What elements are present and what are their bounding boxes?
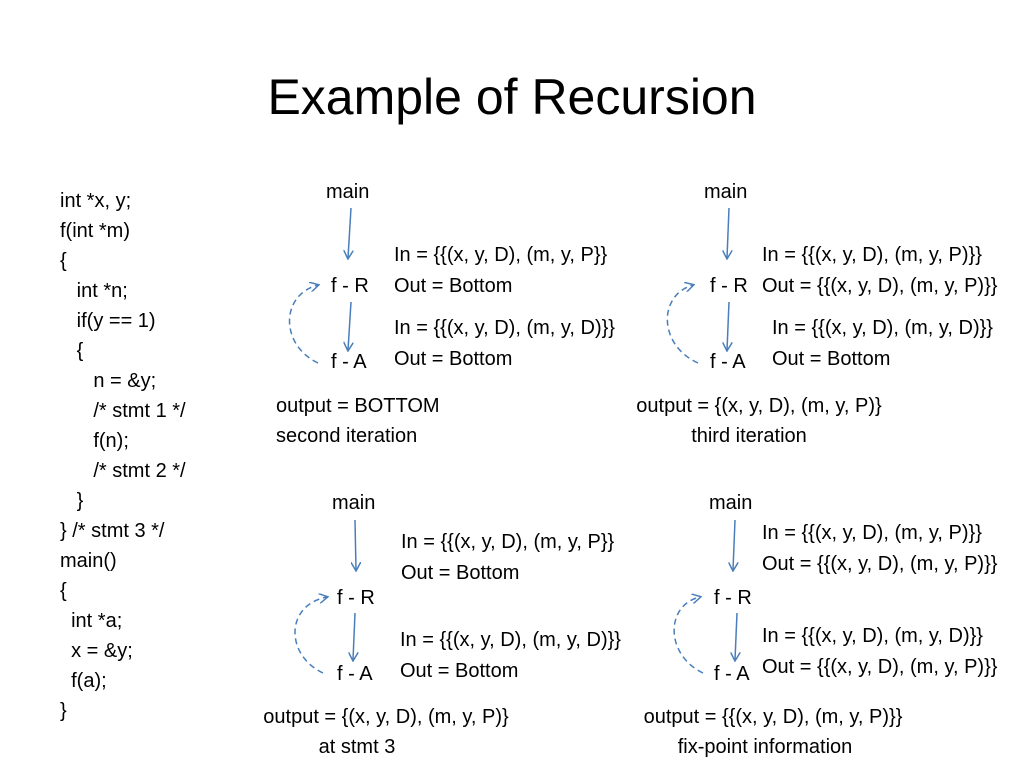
fa-out-set: Out = Bottom: [400, 660, 519, 682]
fr-out-set: Out = {{(x, y, D), (m, y, P)}}: [762, 553, 998, 575]
code-line: if(y == 1): [60, 310, 156, 332]
code-line: f(n);: [60, 430, 129, 452]
output-value: output = {(x, y, D), (m, y, P)}: [263, 706, 509, 728]
code-line: {: [60, 250, 67, 272]
return-edge-fa-to-fr: [288, 285, 319, 364]
call-edge-main-to-fr: [348, 207, 351, 258]
code-line: }: [60, 700, 67, 722]
fr-in-set: In = {{(x, y, D), (m, y, P)}}: [762, 522, 982, 544]
return-edge-fa-to-fr: [673, 597, 704, 674]
fa-in-set: In = {{(x, y, D), (m, y, D)}}: [772, 317, 993, 339]
node-f-a: f - A: [714, 663, 750, 685]
code-line: x = &y;: [60, 640, 133, 662]
fa-in-set: In = {{(x, y, D), (m, y, D)}}: [762, 625, 983, 647]
return-edge-fa-to-fr: [294, 597, 327, 674]
node-f-a: f - A: [710, 351, 746, 373]
edge-fr-to-fa: [727, 301, 729, 350]
code-line: }: [60, 490, 84, 512]
panel-caption: third iteration: [691, 425, 807, 447]
output-value: output = {{(x, y, D), (m, y, P)}}: [643, 706, 903, 728]
node-f-r: f - R: [337, 587, 375, 609]
node-f-a: f - A: [331, 351, 367, 373]
node-main: main: [332, 492, 376, 514]
code-line: /* stmt 1 */: [60, 400, 186, 422]
code-line: int *a;: [60, 610, 123, 632]
node-f-r: f - R: [331, 275, 369, 297]
output-value: output = {(x, y, D), (m, y, P)}: [636, 395, 882, 417]
fr-out-set: Out = Bottom: [401, 562, 520, 584]
code-line: f(int *m): [60, 220, 130, 242]
call-edge-main-to-fr: [733, 519, 735, 570]
edge-fr-to-fa: [353, 612, 355, 660]
fr-in-set: In = {{(x, y, D), (m, y, P)}}: [762, 244, 982, 266]
node-main: main: [704, 181, 748, 203]
panel-caption: at stmt 3: [318, 736, 396, 758]
edge-fr-to-fa: [735, 612, 737, 660]
node-main: main: [709, 492, 753, 514]
code-listing: int *x, y; f(int *m) { int *n; if(y == 1…: [60, 186, 186, 726]
fr-in-set: In = {{(x, y, D), (m, y, P}}: [401, 531, 615, 553]
panel-caption: second iteration: [276, 425, 418, 447]
fa-in-set: In = {{(x, y, D), (m, y, D)}}: [400, 629, 621, 651]
fr-out-set: Out = Bottom: [394, 275, 513, 297]
fa-in-set: In = {{(x, y, D), (m, y, D)}}: [394, 317, 615, 339]
node-main: main: [326, 181, 370, 203]
fr-out-set: Out = {{(x, y, D), (m, y, P)}}: [762, 275, 998, 297]
call-edge-main-to-fr: [355, 519, 356, 570]
fr-in-set: In = {{(x, y, D), (m, y, P}}: [394, 244, 608, 266]
call-edge-main-to-fr: [727, 207, 729, 258]
output-value: output = BOTTOM: [276, 395, 440, 417]
node-f-r: f - R: [714, 587, 752, 609]
slide-title: Example of Recursion: [267, 69, 757, 125]
fa-out-set: Out = {{(x, y, D), (m, y, P)}}: [762, 656, 998, 678]
code-line: main(): [60, 550, 117, 572]
code-line: /* stmt 2 */: [60, 460, 186, 482]
code-line: {: [60, 340, 84, 362]
node-f-r: f - R: [710, 275, 748, 297]
code-line: n = &y;: [60, 370, 157, 392]
code-line: f(a);: [60, 670, 107, 692]
return-edge-fa-to-fr: [666, 285, 699, 364]
edge-fr-to-fa: [348, 301, 351, 350]
fa-out-set: Out = Bottom: [394, 348, 513, 370]
code-line: {: [60, 580, 67, 602]
code-line: } /* stmt 3 */: [60, 520, 165, 542]
node-f-a: f - A: [337, 663, 373, 685]
panel-caption: fix-point information: [677, 736, 853, 758]
code-line: int *n;: [60, 280, 128, 302]
fa-out-set: Out = Bottom: [772, 348, 891, 370]
code-line: int *x, y;: [60, 190, 132, 212]
